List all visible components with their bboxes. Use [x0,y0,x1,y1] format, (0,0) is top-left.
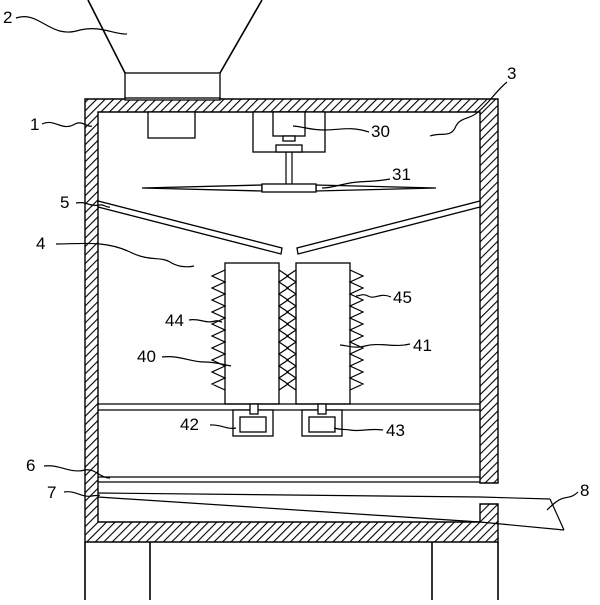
sensor-block [147,111,196,139]
label-45: 45 [393,288,412,307]
label-2: 2 [3,8,12,27]
label-5: 5 [60,193,69,212]
label-8: 8 [580,481,589,500]
crushing-rollers [210,262,365,405]
label-3: 3 [507,64,516,83]
hopper [87,0,263,100]
label-41: 41 [413,336,432,355]
label-6: 6 [26,456,35,475]
label-40: 40 [137,347,156,366]
label-44: 44 [165,311,184,330]
top-motor [252,111,326,186]
leader-lines [15,16,579,511]
roller-motors [232,403,343,437]
label-31: 31 [392,165,411,184]
guide-plates [97,200,481,255]
label-42: 42 [180,415,199,434]
stand [84,542,499,600]
label-4: 4 [36,234,45,253]
label-7: 7 [47,483,56,502]
inclined-plate [97,492,565,531]
label-43: 43 [386,421,405,440]
stir-blade [141,183,437,193]
support-beam [98,403,480,411]
reference-numerals: 2 1 3 30 31 5 4 45 44 40 41 42 43 6 7 8 [3,8,589,502]
screen [98,476,480,483]
label-1: 1 [30,115,39,134]
label-30: 30 [371,122,390,141]
